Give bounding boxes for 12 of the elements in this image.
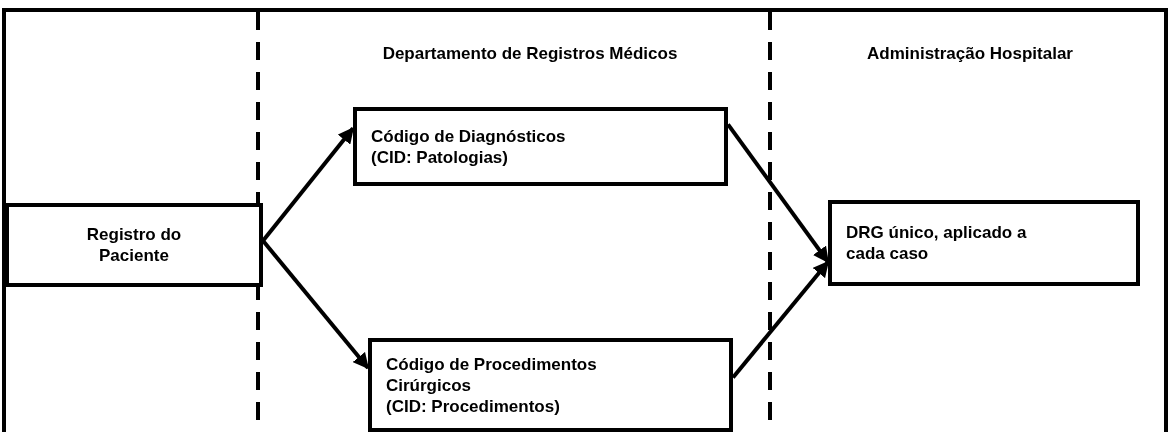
box-text: DRG único, aplicado a cada caso <box>846 222 1028 264</box>
process-box <box>5 203 263 287</box>
box-text: (CID: Patologias) <box>371 146 508 168</box>
process-box <box>828 200 1140 286</box>
box-text: Registro do Paciente <box>85 224 183 266</box>
process-box <box>353 107 728 186</box>
process-box <box>368 338 733 432</box>
box-text: (CID: Procedimentos) <box>386 395 560 417</box>
box-text: Código de Diagnósticos <box>371 125 566 147</box>
box-text: Código de Procedimentos Cirúrgicos <box>386 353 598 396</box>
lane-heading: Departamento de Registros Médicos <box>382 44 678 64</box>
lane-heading: Administração Hospitalar <box>867 44 1073 64</box>
